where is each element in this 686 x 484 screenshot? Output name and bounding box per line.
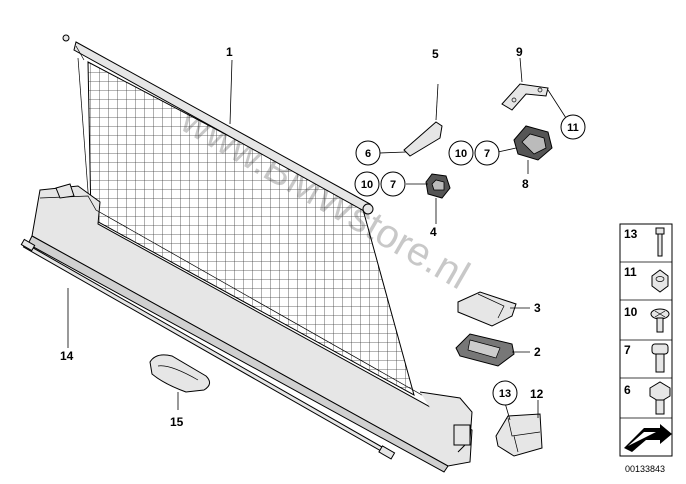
callout-14: 14 bbox=[60, 349, 74, 363]
callout-13: 13 bbox=[499, 388, 511, 400]
cover-12 bbox=[495, 413, 543, 457]
callout-8: 8 bbox=[522, 177, 529, 191]
nut-icon bbox=[651, 269, 669, 293]
callout-11: 11 bbox=[567, 122, 579, 134]
holder-8 bbox=[513, 125, 553, 161]
screw-icon bbox=[655, 227, 665, 257]
callout-3: 3 bbox=[534, 301, 541, 315]
legend-13: 13 bbox=[624, 227, 638, 241]
legend-10: 10 bbox=[624, 305, 638, 319]
callout-2: 2 bbox=[534, 345, 541, 359]
callout-7a: 7 bbox=[484, 148, 490, 160]
rod bbox=[20, 238, 396, 460]
legend-7: 7 bbox=[624, 343, 631, 357]
hex-bolt-icon bbox=[649, 381, 671, 415]
callout-7b: 7 bbox=[390, 179, 396, 191]
bracket-9 bbox=[501, 83, 549, 111]
rivet-icon bbox=[650, 308, 670, 333]
roller-housing bbox=[27, 183, 473, 473]
holder-4 bbox=[425, 173, 451, 199]
callout-15: 15 bbox=[170, 415, 184, 429]
grip-handle bbox=[149, 354, 210, 393]
bracket-5 bbox=[403, 83, 443, 157]
arrow-icon bbox=[624, 424, 672, 452]
leader-lines bbox=[67, 57, 567, 421]
legend-6: 6 bbox=[624, 383, 631, 397]
callout-10b: 10 bbox=[361, 179, 373, 191]
pad-3 bbox=[457, 291, 517, 327]
circled-callouts: 6 11 10 7 10 7 13 bbox=[354, 114, 586, 406]
callout-4: 4 bbox=[430, 225, 437, 239]
callout-5: 5 bbox=[432, 47, 439, 61]
callout-12: 12 bbox=[530, 387, 544, 401]
callout-6: 6 bbox=[365, 148, 371, 160]
drawing-code: 00133843 bbox=[625, 464, 665, 474]
bolt-icon bbox=[651, 343, 669, 373]
clip-2 bbox=[455, 333, 515, 367]
fastener-legend: 13 11 10 7 6 00133843 bbox=[619, 223, 673, 474]
cargo-net bbox=[62, 34, 415, 397]
legend-11: 11 bbox=[624, 265, 637, 279]
callout-9: 9 bbox=[516, 45, 523, 59]
plain-callouts: 1 5 9 8 4 3 2 12 14 15 bbox=[60, 45, 544, 429]
callout-10a: 10 bbox=[455, 148, 467, 160]
callout-1: 1 bbox=[226, 45, 233, 59]
